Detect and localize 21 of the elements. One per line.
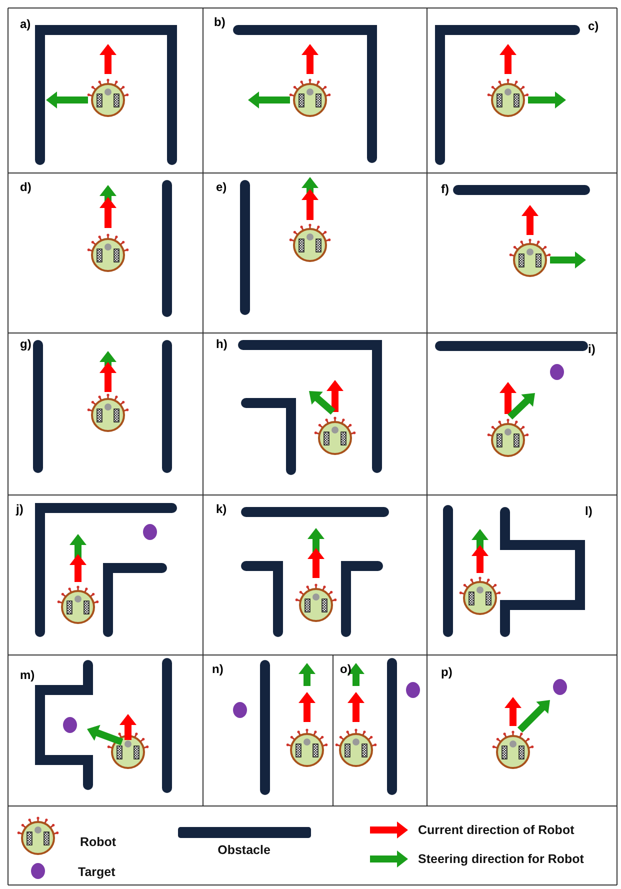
panel-label: o)	[340, 663, 352, 675]
panel-label: j)	[16, 503, 24, 515]
legend-text: Obstacle	[218, 844, 270, 856]
panel-label: g)	[20, 338, 32, 350]
panel-label: h)	[216, 338, 228, 350]
panel-label: d)	[20, 181, 32, 193]
panel-label: m)	[20, 669, 35, 681]
panel-label: c)	[588, 20, 599, 32]
panel-label: e)	[216, 181, 227, 193]
legend-text: Target	[78, 866, 116, 878]
panel-label: n)	[212, 663, 224, 675]
legend-text: Robot	[80, 836, 116, 848]
legend-text: Steering direction for Robot	[418, 853, 584, 866]
panel-label: l)	[585, 505, 592, 517]
panel-label: k)	[216, 503, 227, 515]
panel-label: f)	[441, 183, 449, 195]
panel-label: a)	[20, 18, 31, 30]
panel-label: p)	[441, 666, 452, 678]
legend-text: Current direction of Robot	[418, 824, 574, 836]
panel-label: i)	[588, 343, 596, 355]
panel-label: b)	[214, 16, 226, 28]
